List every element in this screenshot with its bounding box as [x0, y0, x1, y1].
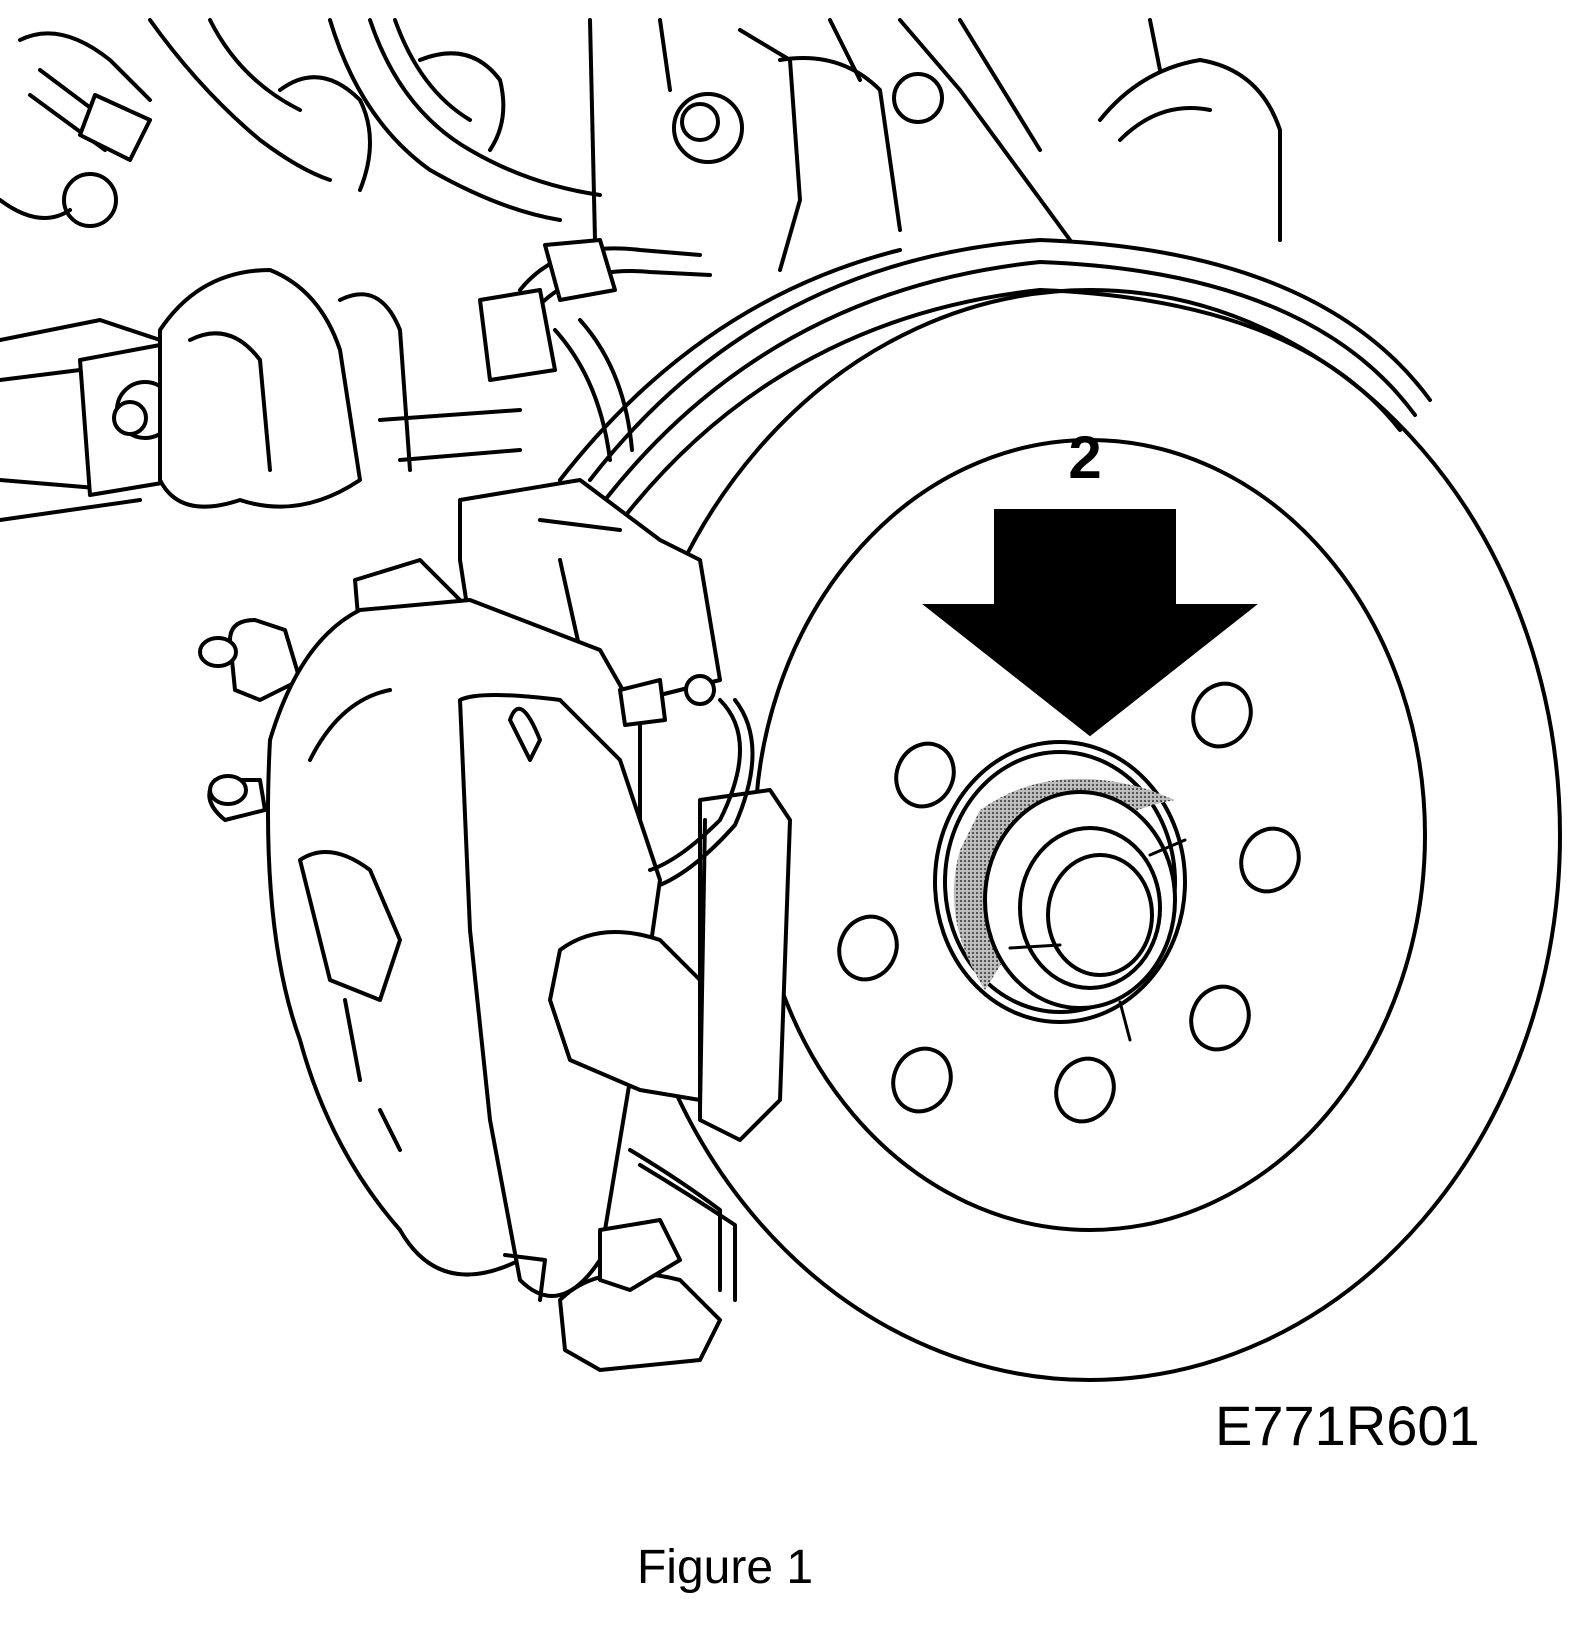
lug-hole [837, 914, 899, 982]
lug-hole [1054, 1056, 1116, 1124]
wheel-hub [933, 740, 1187, 1042]
image-code: E771R601 [1215, 1394, 1480, 1457]
callout-number: 2 [1068, 424, 1101, 491]
down-arrow-icon [922, 509, 1258, 737]
figure-caption: Figure 1 [636, 1541, 814, 1594]
lug-hole [891, 1046, 953, 1114]
lug-hole [1189, 984, 1251, 1052]
lug-hole [1191, 681, 1253, 749]
lug-hole [1239, 826, 1301, 894]
lug-holes [837, 681, 1301, 1124]
brake-caliper [198, 478, 792, 1372]
suspension-background [0, 18, 1282, 522]
lug-hole [894, 741, 956, 809]
brake-rotor [558, 238, 1562, 1382]
callout-arrow [922, 509, 1258, 737]
